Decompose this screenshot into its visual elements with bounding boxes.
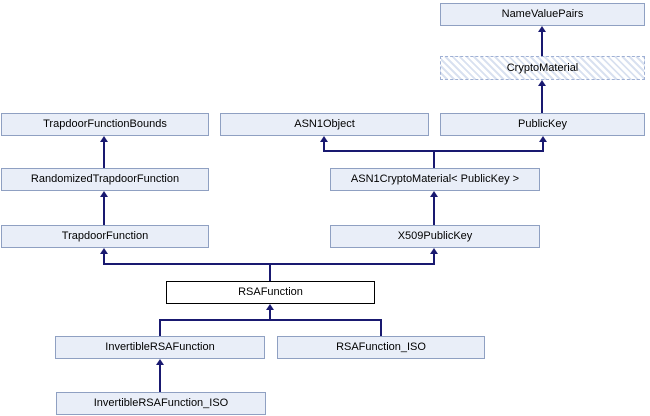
node-namevaluepairs[interactable]: NameValuePairs xyxy=(440,3,645,26)
inheritance-arrow-icon xyxy=(100,136,108,142)
node-cryptomaterial: CryptoMaterial xyxy=(440,56,645,80)
inheritance-arrow-icon xyxy=(320,136,328,142)
node-trapdoorfunctionbounds[interactable]: TrapdoorFunctionBounds xyxy=(1,113,209,136)
edge-tf-randomizedtf xyxy=(103,196,105,225)
node-rsafunction: RSAFunction xyxy=(166,281,375,304)
edge-asn1cm-stem xyxy=(433,150,435,168)
inheritance-arrow-icon xyxy=(100,248,108,254)
node-trapdoorfunction[interactable]: TrapdoorFunction xyxy=(1,225,209,248)
edge-children-rsafunction xyxy=(269,309,271,321)
inheritance-arrow-icon xyxy=(430,248,438,254)
node-asn1object[interactable]: ASN1Object xyxy=(220,113,429,136)
node-publickey[interactable]: PublicKey xyxy=(440,113,645,136)
edge-invertibleiso-invertible xyxy=(159,364,161,392)
inheritance-arrow-icon xyxy=(266,304,274,310)
node-randomizedtrapdoorfunction[interactable]: RandomizedTrapdoorFunction xyxy=(1,168,209,191)
edge-cryptomaterial-namevaluepairs xyxy=(541,31,543,56)
edge-invertiblersa-stem xyxy=(159,319,161,336)
inheritance-arrow-icon xyxy=(100,191,108,197)
edge-rsafunctioniso-stem xyxy=(380,319,382,336)
edge-asn1cm-asn1object xyxy=(323,141,325,152)
inheritance-arrow-icon xyxy=(538,26,546,32)
edge-randomizedtf-tfbounds xyxy=(103,141,105,168)
inheritance-arrow-icon xyxy=(539,136,547,142)
inheritance-arrow-icon xyxy=(156,359,164,365)
edge-rsafunction-x509 xyxy=(433,253,435,265)
edge-x509-asn1cm xyxy=(433,196,435,225)
edge-publickey-cryptomaterial xyxy=(541,85,543,113)
edge-asn1cm-publickey xyxy=(542,141,544,152)
node-asn1cryptomaterial[interactable]: ASN1CryptoMaterial< PublicKey > xyxy=(330,168,540,191)
node-rsafunction-iso[interactable]: RSAFunction_ISO xyxy=(277,336,485,359)
node-invertiblersafunction-iso[interactable]: InvertibleRSAFunction_ISO xyxy=(56,392,266,415)
node-invertiblersafunction[interactable]: InvertibleRSAFunction xyxy=(55,336,265,359)
node-x509publickey[interactable]: X509PublicKey xyxy=(330,225,540,248)
inheritance-arrow-icon xyxy=(538,80,546,86)
edge-children-branch xyxy=(159,319,382,321)
edge-rsafunction-tf xyxy=(103,253,105,265)
edge-rsafunction-stem xyxy=(269,263,271,281)
inheritance-arrow-icon xyxy=(430,191,438,197)
